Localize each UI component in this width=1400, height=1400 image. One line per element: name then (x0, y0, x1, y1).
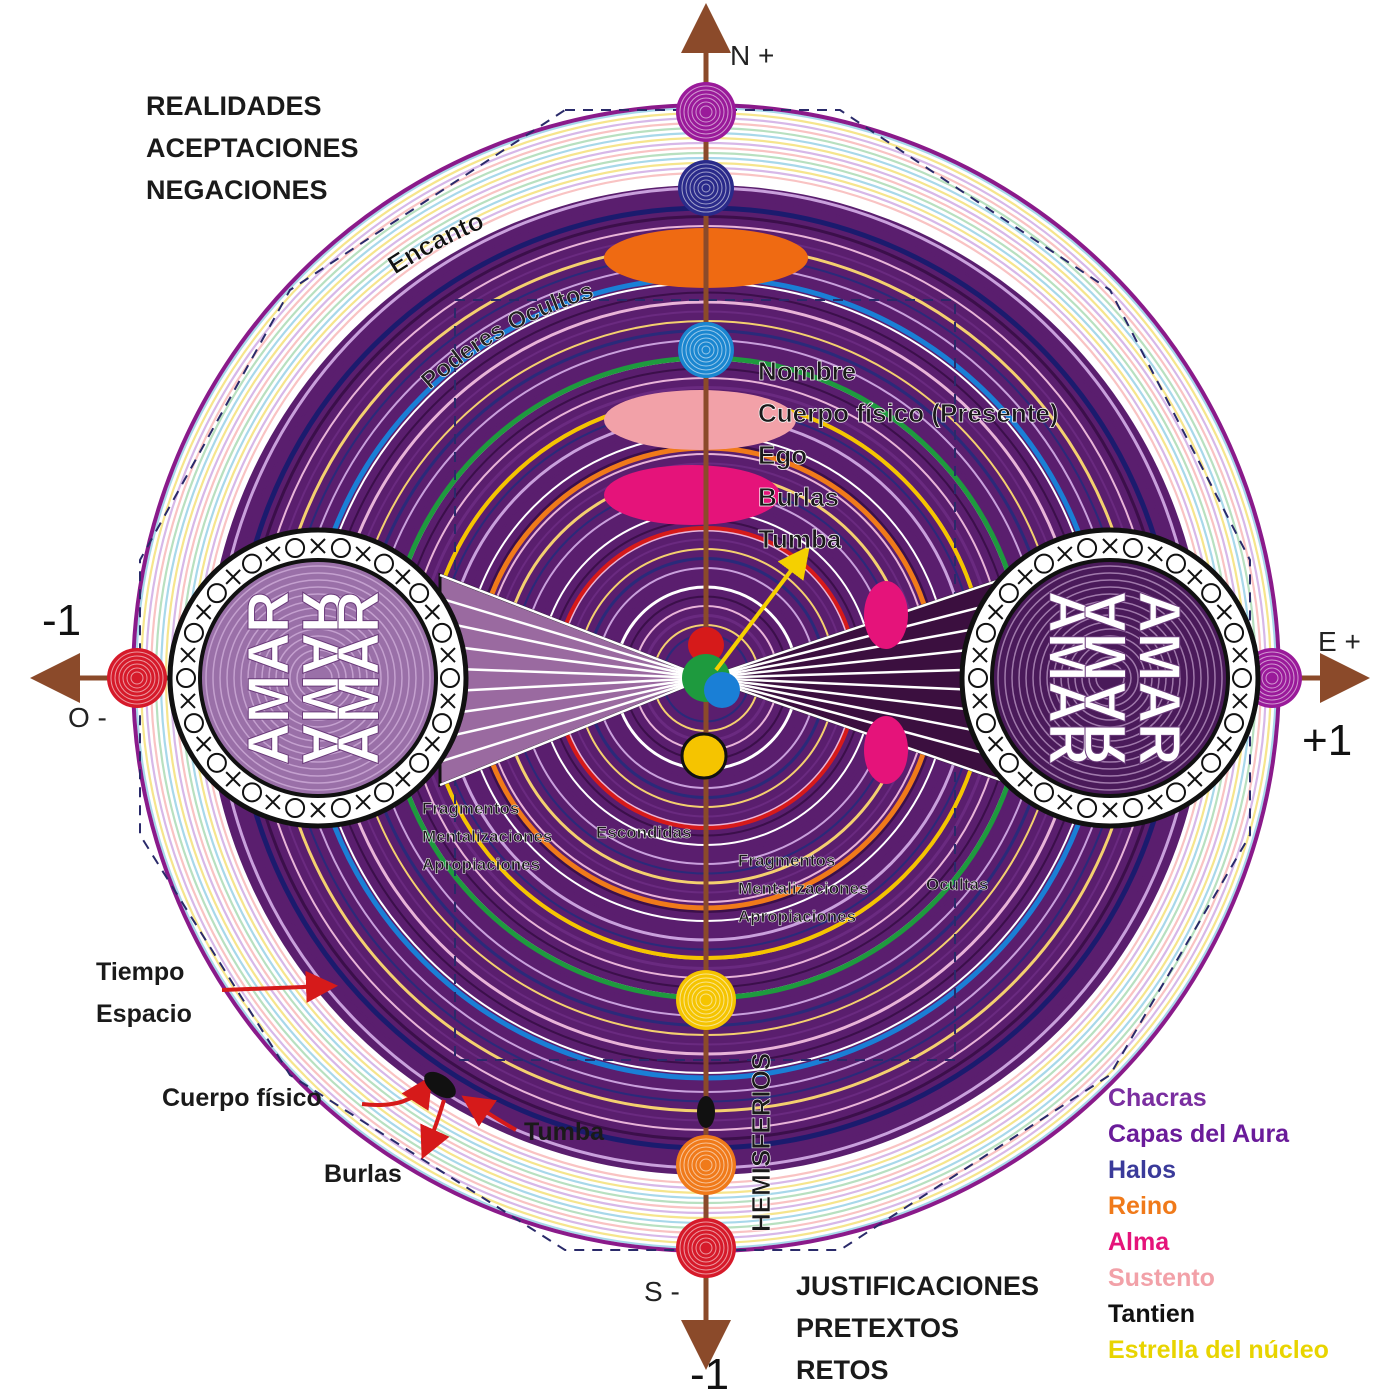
west-label: O - (68, 702, 107, 733)
center-label-nombre: Nombre (758, 356, 856, 386)
pointer-arrow (714, 545, 810, 672)
legend-item: Reino (1108, 1192, 1178, 1220)
top-left-list: REALIDADES ACEPTACIONES NEGACIONES (146, 85, 359, 211)
burlas-arrow (420, 1099, 450, 1160)
espacio-label: Espacio (96, 1000, 192, 1028)
north-label: N + (730, 40, 775, 71)
right-note-tag: Ocultas (926, 875, 988, 894)
sacral-spiral (676, 1135, 736, 1195)
right-note-1: Fragmentos (738, 851, 835, 870)
throat-spiral (678, 322, 734, 378)
alma-ellipse (604, 465, 780, 525)
cuerpo-fisico-label: Cuerpo físico (162, 1084, 322, 1112)
top-left-item: NEGACIONES (146, 175, 328, 205)
chakra-spirals (107, 82, 1302, 1278)
legend-item: Estrella del núcleo (1108, 1336, 1329, 1364)
tumba-label: Tumba (524, 1118, 605, 1146)
legend-item: Chacras (1108, 1084, 1207, 1112)
third-eye-spiral (678, 160, 734, 216)
legend-item: Halos (1108, 1156, 1177, 1184)
center-label-burlas: Burlas (758, 482, 839, 512)
alma-lens-upper (864, 581, 908, 649)
south-label: S - (644, 1276, 680, 1307)
left-note-tag: Escondidas (596, 823, 691, 842)
center-label-tumba: Tumba (758, 524, 842, 554)
tiempo-arrow (221, 970, 338, 1003)
tiempo-label: Tiempo (96, 958, 185, 986)
bottom-value: -1 (690, 1350, 730, 1399)
right-value: +1 (1302, 716, 1353, 765)
left-value: -1 (42, 596, 82, 645)
top-left-item: REALIDADES (146, 91, 322, 121)
center-labels: Nombre Cuerpo físico (Presente) Ego Burl… (758, 356, 1059, 555)
body-mark (424, 1071, 456, 1099)
center-blue-disc (704, 672, 740, 708)
legend-item: Alma (1108, 1228, 1170, 1256)
solar-spiral (676, 970, 736, 1030)
core-star-disc (680, 732, 728, 780)
center-label-ego: Ego (758, 440, 807, 470)
hemisferios-label: HEMISFERIOS (746, 1053, 776, 1232)
amar-word: AMAR (290, 591, 355, 765)
amar-word: AMAR (1127, 591, 1192, 765)
sustento-ellipse (604, 390, 796, 450)
amar-word: AMAR (1073, 591, 1138, 765)
root-spiral (676, 1218, 736, 1278)
red-arrows (221, 970, 517, 1160)
burlas-label: Burlas (324, 1160, 402, 1188)
top-left-item: ACEPTACIONES (146, 133, 359, 163)
right-note-3: Apropiaciones (738, 907, 856, 926)
right-notes: Fragmentos Mentalizaciones Apropiaciones… (738, 851, 989, 927)
left-notes: Fragmentos Mentalizaciones Apropiaciones… (422, 799, 692, 875)
east-label: E + (1318, 626, 1361, 657)
bottom-right-item: JUSTIFICACIONES (796, 1271, 1040, 1301)
west-spiral (107, 648, 167, 708)
dashed-guides (139, 109, 1251, 1251)
legend-item: Tantien (1108, 1300, 1196, 1328)
bottom-right-list: JUSTIFICACIONES PRETEXTOS RETOS (796, 1265, 1039, 1391)
legend-item: Capas del Aura (1108, 1120, 1290, 1148)
left-note-3: Apropiaciones (422, 855, 540, 874)
legend-item: Sustento (1108, 1264, 1215, 1292)
amar-word: AMAR (326, 591, 391, 765)
amar-word: AMAR (236, 591, 301, 765)
center-label-cuerpo: Cuerpo físico (Presente) (758, 398, 1059, 428)
bottom-right-item: RETOS (796, 1355, 889, 1385)
center-red-disc (688, 627, 724, 663)
cuerpo-arrow (361, 1075, 433, 1111)
tantien-dot (697, 1096, 715, 1128)
bottom-right-item: PRETEXTOS (796, 1313, 960, 1343)
right-note-2: Mentalizaciones (738, 879, 868, 898)
tumba-arrow (461, 1095, 517, 1132)
left-note-1: Fragmentos (422, 799, 519, 818)
left-note-2: Mentalizaciones (422, 827, 552, 846)
alma-lens-lower (864, 716, 908, 784)
crown-spiral (676, 82, 736, 142)
amar-word: AMAR (1037, 591, 1102, 765)
